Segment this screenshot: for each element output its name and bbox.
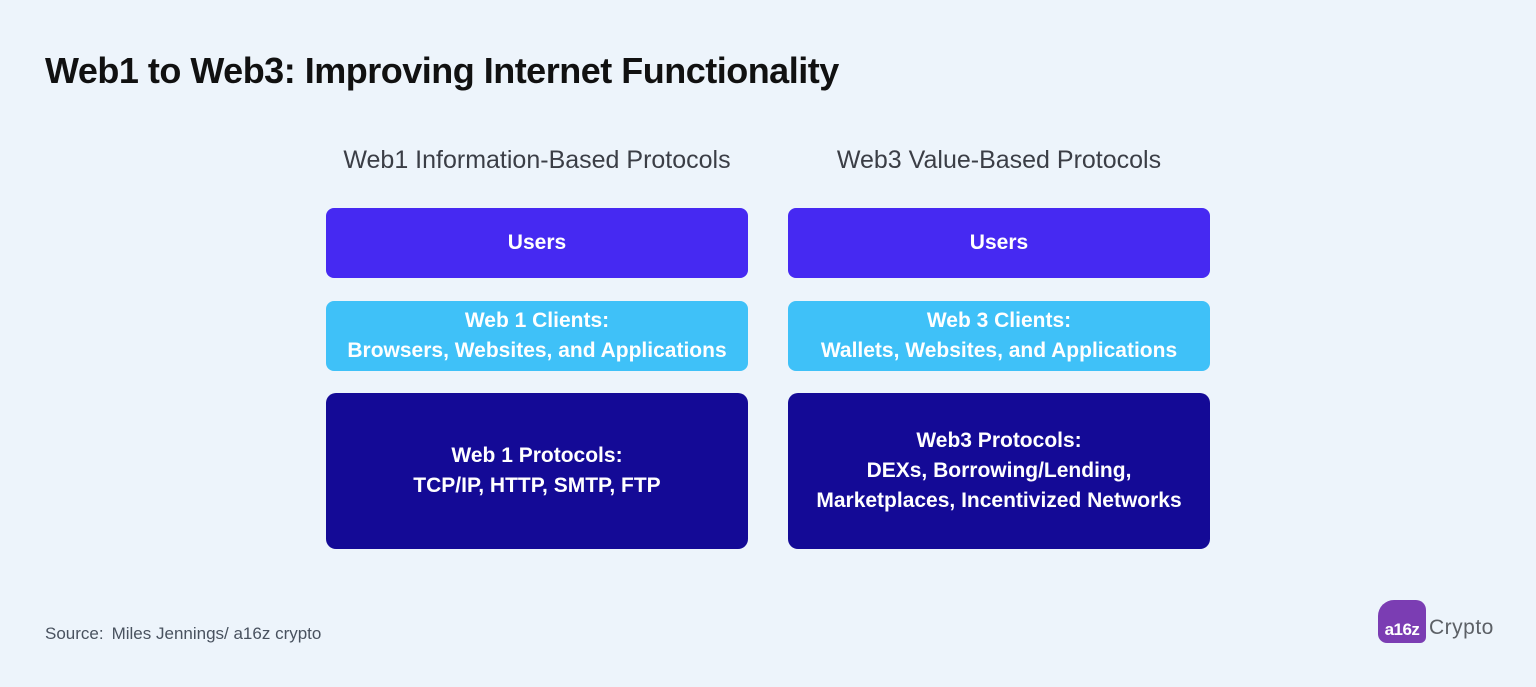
- web3-clients-box: Web 3 Clients: Wallets, Websites, and Ap…: [788, 301, 1210, 371]
- web1-clients-detail: Browsers, Websites, and Applications: [347, 339, 727, 362]
- web3-users-box: Users: [788, 208, 1210, 278]
- source-label: Source:: [45, 624, 104, 643]
- a16z-logo-mark: a16z: [1378, 600, 1426, 643]
- web1-clients-label: Web 1 Clients:: [464, 309, 610, 332]
- web1-users-label: Users: [507, 231, 567, 254]
- page-title: Web1 to Web3: Improving Internet Functio…: [45, 50, 839, 91]
- column-web3-heading: Web3 Value-Based Protocols: [836, 146, 1162, 174]
- a16z-logo-text: a16z: [1384, 620, 1420, 639]
- web1-users-box: Users: [326, 208, 748, 278]
- web3-protocols-label: Web3 Protocols:: [916, 429, 1082, 452]
- web3-protocols-detail-2: Marketplaces, Incentivized Networks: [816, 489, 1182, 512]
- web3-users-label: Users: [969, 231, 1029, 254]
- crypto-wordmark: Crypto: [1429, 616, 1494, 639]
- column-web3: Web3 Value-Based Protocols Users Web 3 C…: [788, 142, 1210, 549]
- web1-protocols-label: Web 1 Protocols:: [451, 444, 623, 467]
- column-web1: Web1 Information-Based Protocols Users W…: [326, 142, 748, 549]
- web3-clients-label: Web 3 Clients:: [926, 309, 1072, 332]
- column-web1-heading: Web1 Information-Based Protocols: [343, 146, 731, 174]
- a16z-crypto-logo: a16z Crypto: [1378, 600, 1494, 643]
- source-text: Miles Jennings/ a16z crypto: [111, 624, 322, 643]
- source-credit: Source: Miles Jennings/ a16z crypto: [45, 624, 321, 644]
- web3-clients-detail: Wallets, Websites, and Applications: [820, 339, 1178, 362]
- web1-protocols-box: Web 1 Protocols: TCP/IP, HTTP, SMTP, FTP: [326, 393, 748, 549]
- web1-protocols-detail: TCP/IP, HTTP, SMTP, FTP: [413, 474, 661, 497]
- web3-protocols-detail-1: DEXs, Borrowing/Lending,: [866, 459, 1132, 482]
- web1-clients-box: Web 1 Clients: Browsers, Websites, and A…: [326, 301, 748, 371]
- web3-protocols-box: Web3 Protocols: DEXs, Borrowing/Lending,…: [788, 393, 1210, 549]
